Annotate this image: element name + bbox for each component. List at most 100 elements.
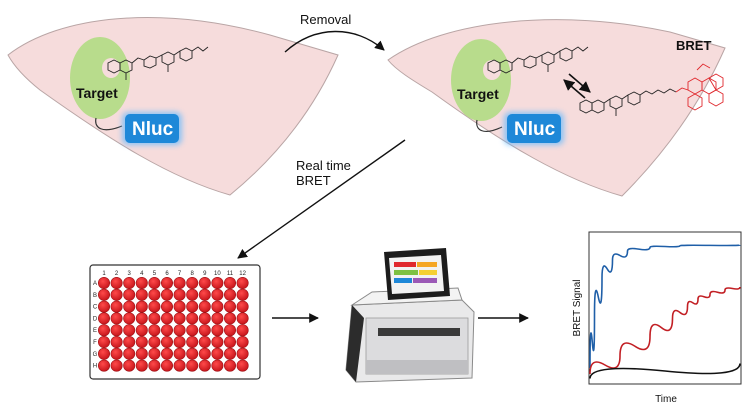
nluc-label-right: Nluc [514,119,556,140]
plate-well [110,300,123,313]
chart-frame [588,231,742,385]
plate-well [211,359,224,372]
nluc-left: Nluc [122,112,182,145]
real-time-step: Real time BRET [237,139,406,259]
plate-well [173,359,186,372]
plate-well [224,347,237,360]
y-axis-label: BRET Signal [572,279,583,336]
cell-left: Target Nluc [7,17,339,196]
plate-well [161,324,174,337]
plate-well [135,335,148,348]
plate-well [123,312,136,325]
plate-column-label: 5 [153,271,157,277]
plate-well [211,347,224,360]
plate-well [186,347,199,360]
plate-row-label: B [93,293,97,299]
plate-well [123,347,136,360]
plate-well [98,276,111,289]
linker-right [476,119,503,132]
plate-well [110,359,123,372]
plate-well [148,312,161,325]
plate-well [161,276,174,289]
real-time-label-line2: BRET [296,173,331,188]
plate-well [198,300,211,313]
plate-well [110,288,123,301]
plate-well [161,300,174,313]
plate-well [211,300,224,313]
equilibrium-arrows [563,73,591,99]
real-time-arrow [237,139,406,259]
cell-membrane-right [387,19,726,197]
plate-well [135,300,148,313]
reader-dark-strip [366,360,468,374]
plate-well [186,312,199,325]
plate-row-label: G [93,352,98,358]
bret-chart: Time BRET Signal [572,231,742,405]
plate-well [198,276,211,289]
plate-well [135,359,148,372]
plate-well [148,324,161,337]
plate-well [224,300,237,313]
real-time-label-line1: Real time [296,158,351,173]
plate-well [148,288,161,301]
plate-well [173,335,186,348]
plate-well [224,312,237,325]
plate-well [110,324,123,337]
plate-well [98,335,111,348]
plate-well [173,312,186,325]
plate-well [135,324,148,337]
plate-well [110,347,123,360]
target-label-left: Target [76,85,118,101]
plate-column-label: 6 [165,271,169,277]
plate-well [173,276,186,289]
plate-well [110,276,123,289]
plate-well [224,288,237,301]
plate-well [224,324,237,337]
plate-column-label: 9 [203,271,207,277]
plate-well [98,359,111,372]
plate-column-label: 11 [227,271,234,277]
chart-series-line-1 [589,244,741,369]
plate-reader [345,248,475,383]
plate-well [123,335,136,348]
plate-well [236,347,249,360]
plate-well [148,359,161,372]
plate-well [198,324,211,337]
plate-well [173,324,186,337]
linker-left [95,117,123,131]
plate-column-label: 7 [178,271,182,277]
plate-well [236,276,249,289]
chart-series-line-2 [589,286,741,375]
plate-well [161,288,174,301]
plate-column-label: 4 [140,271,144,277]
plate-well [98,312,111,325]
plate-well [211,312,224,325]
plate-well [173,288,186,301]
plate-well [148,335,161,348]
chart-series-line-3 [589,363,741,379]
plate-row-label: H [93,364,97,370]
plate-well [186,276,199,289]
plate-column-label: 10 [214,271,221,277]
removal-label: Removal [300,12,351,27]
plate-column-label: 12 [239,271,246,277]
plate-well [211,324,224,337]
plate-well [224,335,237,348]
plate-well [186,324,199,337]
x-axis-label: Time [655,394,677,405]
plate-well [161,359,174,372]
plate-well [98,288,111,301]
reader-side-panel [346,305,364,382]
cell-membrane-left [7,17,339,196]
plate-well [135,312,148,325]
target-protein-right [451,39,511,121]
plate-well [198,288,211,301]
plate-well [123,288,136,301]
plate-well [173,347,186,360]
plate-well [198,335,211,348]
plate-row-label: C [93,305,98,311]
plate-well [110,335,123,348]
